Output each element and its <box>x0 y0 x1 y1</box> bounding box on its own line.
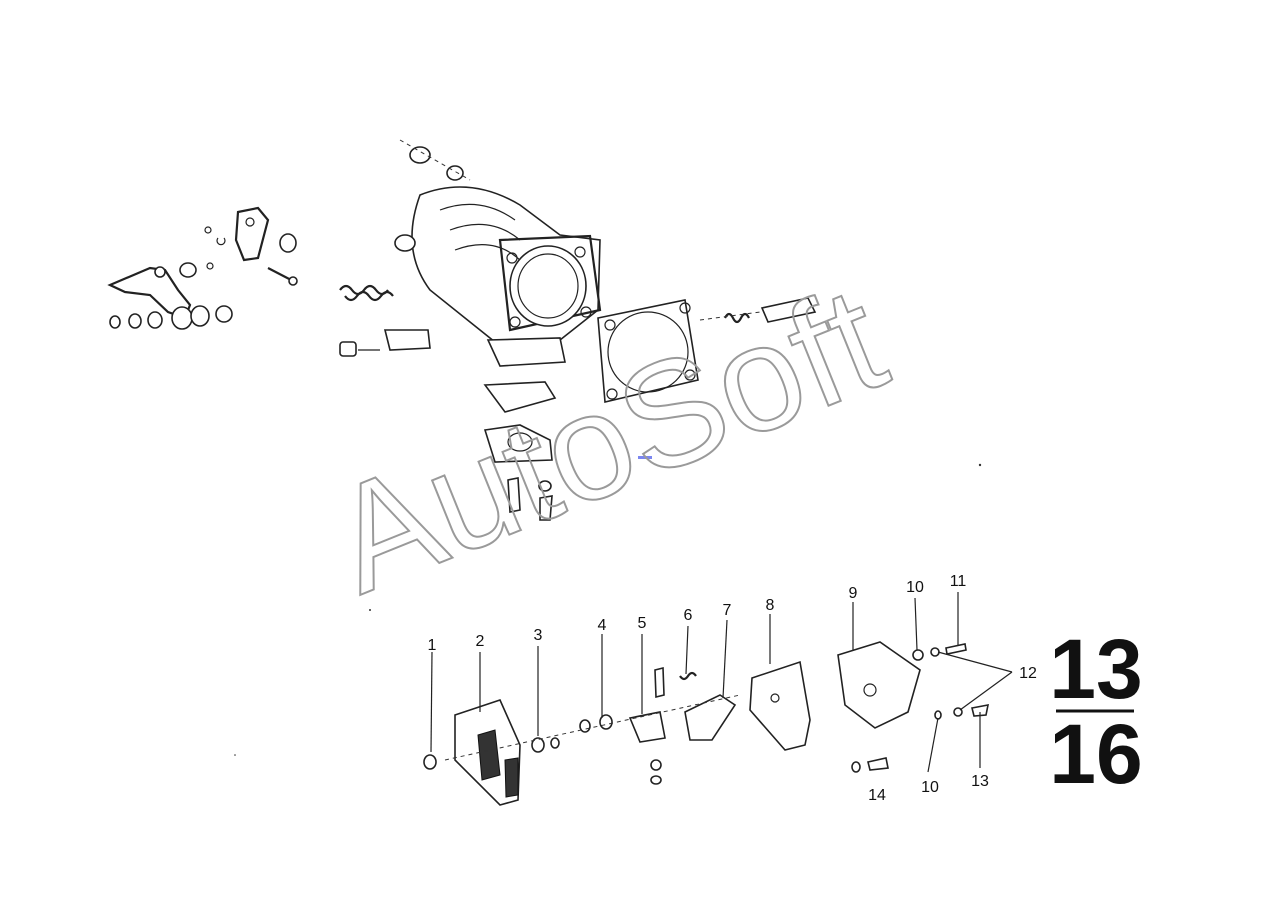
callout-8: 8 <box>766 597 775 614</box>
callout-10-bottom: 10 <box>921 779 939 796</box>
callout-9: 9 <box>849 585 858 602</box>
leader-lines <box>430 592 1013 773</box>
callout-3: 3 <box>534 627 543 644</box>
accent-mark <box>638 456 652 459</box>
callout-5: 5 <box>638 615 647 632</box>
springs-and-pins <box>339 284 431 357</box>
throttle-linkage-parts <box>107 206 298 330</box>
callout-12: 12 <box>1019 665 1037 682</box>
sheet-number: 13 16 <box>1049 622 1142 801</box>
throttle-housing <box>394 139 602 367</box>
callout-13: 13 <box>971 773 989 790</box>
adjusting-screw <box>699 297 817 324</box>
callout-14: 14 <box>868 787 886 804</box>
callout-2: 2 <box>476 633 485 650</box>
callout-1: 1 <box>428 637 437 654</box>
callout-10-top: 10 <box>906 579 924 596</box>
flange-gasket <box>597 299 699 403</box>
callout-6: 6 <box>684 607 693 624</box>
specks <box>234 463 982 756</box>
watermark: AutoSoft <box>309 253 905 624</box>
cover-parts <box>423 641 990 806</box>
sheet-number-bottom: 16 <box>1049 707 1142 801</box>
callout-11: 11 <box>950 573 967 590</box>
callout-7: 7 <box>723 602 732 619</box>
sheet-number-top: 13 <box>1049 622 1142 716</box>
callout-labels: 1 2 3 4 5 6 7 8 9 10 11 12 13 10 14 <box>428 573 1037 804</box>
callout-4: 4 <box>598 617 607 634</box>
throttle-body-lower-parts <box>483 381 557 521</box>
